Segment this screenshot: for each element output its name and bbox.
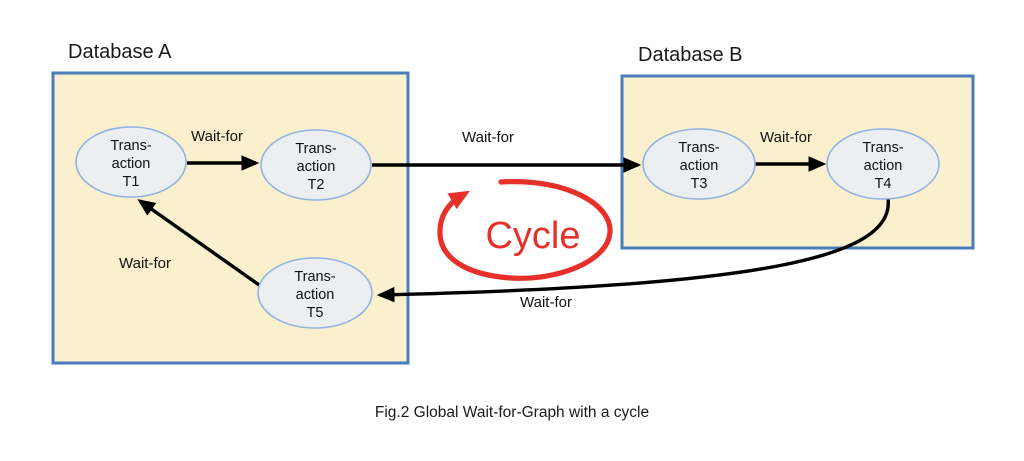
edge-t5-t1: Wait-for bbox=[119, 199, 263, 289]
cycle-annotation: Cycle bbox=[437, 179, 613, 281]
node-t5[interactable]: Trans- action T5 bbox=[257, 257, 373, 329]
edge-t4-t5: Wait-for bbox=[376, 197, 890, 311]
node-t4-line1: Trans- bbox=[862, 140, 904, 156]
node-t1[interactable]: Trans- action T1 bbox=[75, 126, 187, 198]
node-t5-line3: T5 bbox=[307, 305, 324, 321]
edge-t2-t3: Wait-for bbox=[372, 129, 642, 173]
edge-t3-t4-label: Wait-for bbox=[760, 129, 812, 146]
node-t2-shape bbox=[260, 129, 372, 201]
edge-t4-t5-curve bbox=[376, 197, 890, 303]
cycle-label: Cycle bbox=[485, 215, 580, 257]
database-a-title: Database A bbox=[68, 41, 172, 63]
node-t2-line1: Trans- bbox=[295, 141, 337, 157]
node-t3-line3: T3 bbox=[691, 176, 708, 192]
node-t1-line2: action bbox=[112, 156, 151, 172]
node-t2-line3: T2 bbox=[308, 177, 325, 193]
edge-t5-t1-line bbox=[137, 199, 263, 289]
edge-t2-t3-label: Wait-for bbox=[462, 129, 514, 146]
node-t5-line2: action bbox=[296, 287, 335, 303]
edge-t5-t1-label: Wait-for bbox=[119, 255, 171, 272]
edge-t1-t2-label: Wait-for bbox=[191, 128, 243, 145]
node-t4[interactable]: Trans- action T4 bbox=[826, 128, 940, 200]
node-t1-line1: Trans- bbox=[110, 138, 152, 154]
node-t4-line2: action bbox=[864, 158, 903, 174]
node-t2-line2: action bbox=[297, 159, 336, 175]
edge-t3-t4: Wait-for bbox=[755, 129, 827, 172]
node-t4-line3: T4 bbox=[875, 176, 892, 192]
node-t3-line1: Trans- bbox=[678, 140, 720, 156]
edge-t1-t2: Wait-for bbox=[187, 128, 260, 171]
node-t3[interactable]: Trans- action T3 bbox=[642, 128, 756, 200]
node-t3-line2: action bbox=[680, 158, 719, 174]
node-t1-line3: T1 bbox=[123, 174, 140, 190]
edge-t4-t5-label: Wait-for bbox=[520, 294, 572, 311]
node-t1-shape bbox=[75, 126, 187, 198]
database-b-title: Database B bbox=[638, 44, 743, 66]
node-t2[interactable]: Trans- action T2 bbox=[260, 129, 372, 201]
database-a-box bbox=[51, 71, 410, 365]
figure-caption: Fig.2 Global Wait-for-Graph with a cycle bbox=[375, 404, 649, 421]
cycle-arrow-icon bbox=[437, 179, 613, 281]
node-t3-shape bbox=[642, 128, 756, 200]
node-t5-shape bbox=[257, 257, 373, 329]
node-t4-shape bbox=[826, 128, 940, 200]
node-t5-line1: Trans- bbox=[294, 269, 336, 285]
